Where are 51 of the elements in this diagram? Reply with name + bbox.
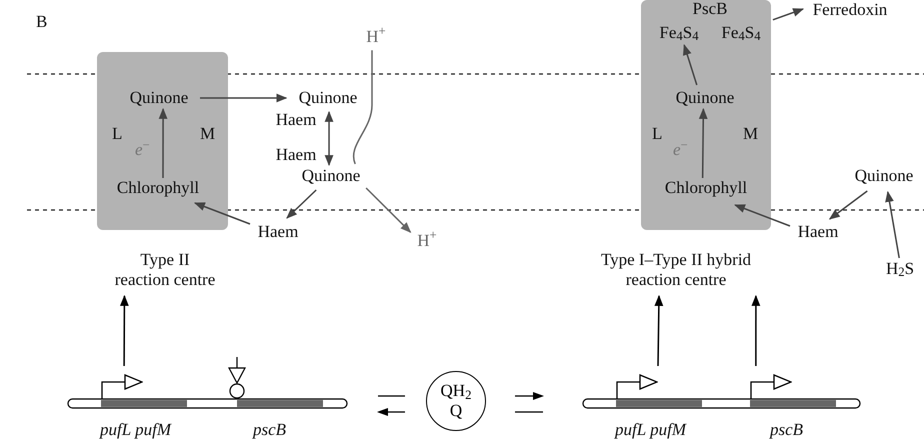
arrow [828,190,868,220]
ion-label: H$^{+}$ [412,230,442,252]
arrow [158,108,168,178]
molecule-label: H$_{2}$S [880,258,920,280]
gene-label: pscB [770,420,804,440]
molecule-label: Quinone [846,166,922,186]
arrow [654,294,664,366]
arrow [324,110,334,166]
protein-label: Ferredoxin [800,0,900,20]
formula-text: Q [450,401,462,421]
subunit-label: M [200,124,216,144]
gene-label: pufL pufM [100,420,172,440]
ion-label: H$^{+}$ [360,26,392,48]
arrow [698,108,708,178]
panel-letter: B [36,12,48,32]
caption-text: Type I–Type II hybrid reaction centre [591,250,761,290]
caption-text: Type II reaction centre [113,250,217,290]
protein-label: PscB [688,0,732,18]
connector-line [352,50,373,164]
formula-text: QH$_{2}$ [440,381,472,401]
arrow [885,190,900,258]
arrow [683,44,698,86]
subunit-label: M [743,124,758,144]
electron-label: e$^{−}$ [135,140,150,160]
molecule-label: Haem [790,222,846,242]
molecule-label: Chlorophyll [108,178,208,198]
molecule-label: Quinone [292,166,370,186]
molecule-label: Haem [268,145,324,165]
arrow [752,294,760,366]
molecule-label: Haem [268,110,324,130]
molecule-label: Chlorophyll [650,178,762,198]
arrow [734,204,790,227]
cluster-label: Fe$_{4}$S$_{4}$ [650,22,708,44]
molecule-label: Quinone [664,88,746,108]
arrow [772,8,804,20]
molecule-label: Haem [250,222,306,242]
arrow [200,94,288,102]
reaction-centre-box [641,0,771,230]
electron-label: e$^{−}$ [673,140,688,160]
gene-label: pufL pufM [615,420,686,440]
reaction-centre-box [97,52,228,230]
arrow [366,187,412,233]
molecule-label: Quinone [118,88,200,108]
subunit-label: L [652,124,662,144]
gene-label: pscB [253,420,286,440]
arrow [120,294,129,366]
molecule-label: Quinone [290,88,366,108]
arrow [194,202,250,225]
subunit-label: L [112,124,122,144]
cluster-label: Fe$_{4}$S$_{4}$ [712,22,770,44]
arrow [286,189,317,219]
